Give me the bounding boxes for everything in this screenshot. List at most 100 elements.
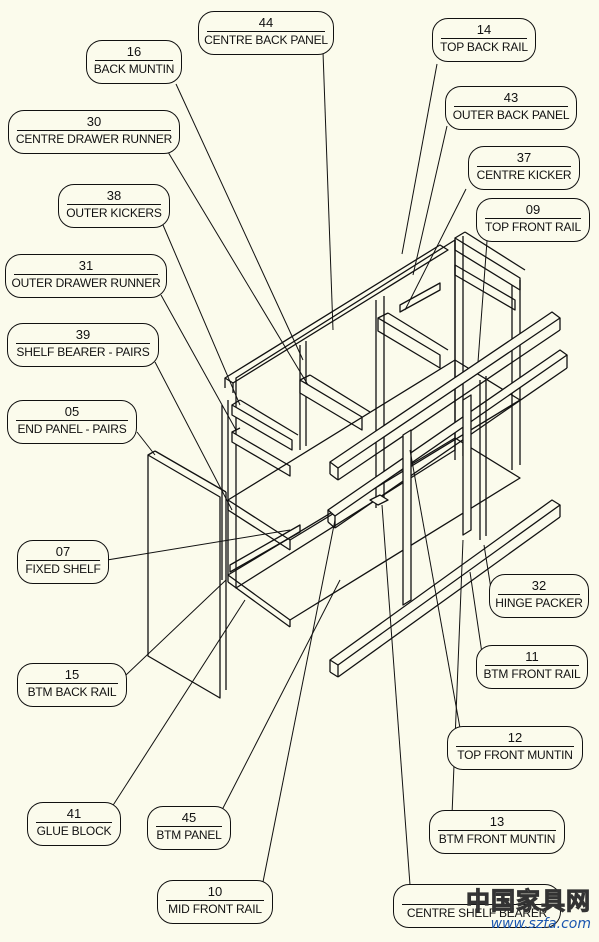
leader-37 (404, 188, 467, 311)
callout-12: 12 TOP FRONT MUNTIN (447, 726, 583, 770)
callout-14: 14 TOP BACK RAIL (432, 18, 536, 62)
leader-13 (451, 539, 464, 816)
callout-number: 31 (78, 258, 94, 273)
leader-10 (261, 519, 336, 888)
leader-39 (154, 361, 233, 511)
callout-label: OUTER DRAWER RUNNER (11, 276, 161, 290)
leader-centre-shelf (381, 504, 411, 886)
callout-label: GLUE BLOCK (36, 824, 112, 838)
btm-front-rail-bottom (337, 516, 561, 678)
leader-30 (167, 151, 309, 386)
leader-43 (412, 125, 448, 276)
callout-label: BTM FRONT RAIL (483, 667, 581, 681)
centre-kicker (377, 317, 441, 369)
callout-31: 31 OUTER DRAWER RUNNER (5, 254, 167, 298)
centre-drawer-runner-top2 (309, 374, 371, 413)
callout-32: 32 HINGE PACKER (489, 574, 589, 618)
callout-number: 14 (476, 22, 492, 37)
callout-label: BACK MUNTIN (93, 62, 175, 76)
mid-front-rail (327, 349, 568, 517)
leader-14 (401, 63, 438, 255)
callout-number: 12 (507, 730, 523, 745)
callout-number: 43 (503, 90, 519, 105)
leader-11 (469, 571, 484, 661)
callout-label: BTM BACK RAIL (27, 685, 117, 699)
centre-drawer-runner (299, 379, 363, 431)
leader-15 (125, 579, 227, 676)
leader-16 (175, 83, 304, 361)
callout-39: 39 SHELF BEARER - PAIRS (7, 323, 159, 367)
leader-09 (477, 240, 488, 363)
callout-number: 07 (55, 544, 71, 559)
callout-number: 39 (75, 327, 91, 342)
watermark-cn: 中国家具网 (466, 888, 591, 916)
callout-label: TOP FRONT MUNTIN (457, 748, 573, 762)
callout-number: 30 (86, 114, 102, 129)
callout-label: TOP BACK RAIL (440, 40, 528, 54)
callout-label: CENTRE DRAWER RUNNER (15, 132, 173, 146)
callout-30: 30 CENTRE DRAWER RUNNER (8, 110, 180, 154)
centre-kicker-top (377, 312, 389, 319)
callout-11: 11 BTM FRONT RAIL (476, 645, 588, 689)
callout-41: 41 GLUE BLOCK (27, 802, 121, 846)
callout-13: 13 BTM FRONT MUNTIN (429, 810, 565, 854)
callout-number: 13 (489, 814, 505, 829)
right-mid-rail (454, 264, 516, 311)
leader-07 (106, 529, 291, 561)
callout-label: CENTRE SHELF BEARER (406, 906, 548, 920)
callout-label: SHELF BEARER - PAIRS (16, 345, 150, 359)
callout-label: BTM FRONT MUNTIN (438, 832, 556, 846)
centre-shelf-bearer (369, 494, 389, 506)
leader-12 (409, 449, 461, 729)
callout-number: 38 (106, 188, 122, 203)
centre-kicker-top2 (387, 312, 449, 351)
fixed-shelf-front-2 (227, 509, 291, 551)
callout-number: 41 (66, 806, 82, 821)
callout-15: 15 BTM BACK RAIL (17, 663, 127, 707)
callout-number: 11 (525, 649, 539, 664)
callout-label: END PANEL - PAIRS (17, 422, 127, 436)
callout-07: 07 FIXED SHELF (17, 540, 109, 584)
callout-number: 09 (525, 202, 541, 217)
callout-37: 37 CENTRE KICKER (468, 146, 580, 190)
centre-drawer-runner-top (299, 374, 311, 381)
callout-label: CENTRE KICKER (476, 168, 572, 182)
callout-number: 15 (64, 667, 80, 682)
callout-label: OUTER KICKERS (66, 206, 162, 220)
btm-front-rail-end2 (329, 671, 339, 678)
callout-38: 38 OUTER KICKERS (58, 184, 170, 228)
callout-09: 09 TOP FRONT RAIL (476, 198, 590, 242)
callout-45: 45 BTM PANEL (147, 806, 231, 850)
btm-panel-edge-2 (227, 581, 291, 628)
callout-05: 05 END PANEL - PAIRS (7, 400, 137, 444)
callout-number: 44 (258, 15, 274, 30)
callout-number: 05 (64, 404, 80, 419)
callout-label: OUTER BACK PANEL (452, 108, 570, 122)
outer-back-panel-strip (399, 282, 441, 313)
callout-number: 32 (531, 578, 547, 593)
end-panel-left-edge (147, 450, 156, 456)
watermark: 中国家具网 www.szfa.com (466, 881, 592, 933)
outer-kicker-1 (231, 404, 293, 451)
end-panel-left (147, 454, 221, 699)
top-front-muntin (402, 429, 412, 606)
leader-38 (162, 224, 241, 406)
leader-45 (221, 579, 341, 811)
callout-label: HINGE PACKER (495, 596, 583, 610)
callout-label: MID FRONT RAIL (168, 902, 262, 916)
callout-label: FIXED SHELF (25, 562, 101, 576)
leader-31 (160, 294, 237, 431)
callout-16: 16 BACK MUNTIN (86, 40, 182, 84)
callout-number: 45 (181, 810, 197, 825)
watermark-url: www.szfa.com (490, 916, 591, 932)
callout-number: 10 (207, 884, 223, 899)
callout-44: 44 CENTRE BACK PANEL (198, 11, 334, 55)
btm-front-muntin (462, 394, 472, 536)
leader-05 (136, 431, 156, 456)
right-top-rail-top2 (464, 231, 526, 271)
leader-44 (322, 51, 334, 331)
callout-label: TOP FRONT RAIL (485, 220, 581, 234)
top-front-rail-bottom (337, 329, 561, 481)
callout-number: 37 (516, 150, 532, 165)
